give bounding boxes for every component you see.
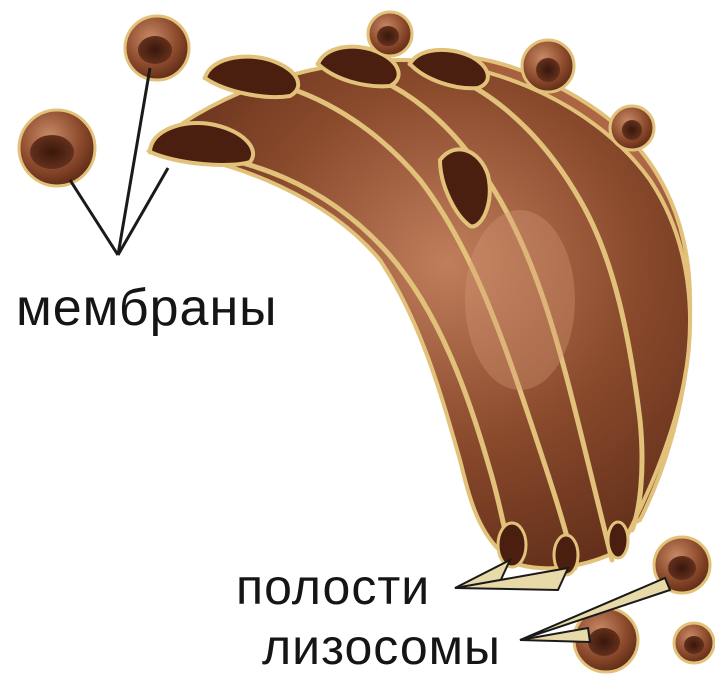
label-cavities: полости	[236, 562, 430, 612]
label-lysosomes: лизосомы	[262, 622, 501, 672]
lysosome-3	[674, 623, 714, 663]
vesicle-top	[368, 12, 412, 56]
vesicle-top-left	[125, 16, 189, 80]
label-membranes: мембраны	[16, 282, 278, 334]
cisterna-highlight	[465, 210, 575, 390]
vesicle-left	[19, 110, 95, 186]
